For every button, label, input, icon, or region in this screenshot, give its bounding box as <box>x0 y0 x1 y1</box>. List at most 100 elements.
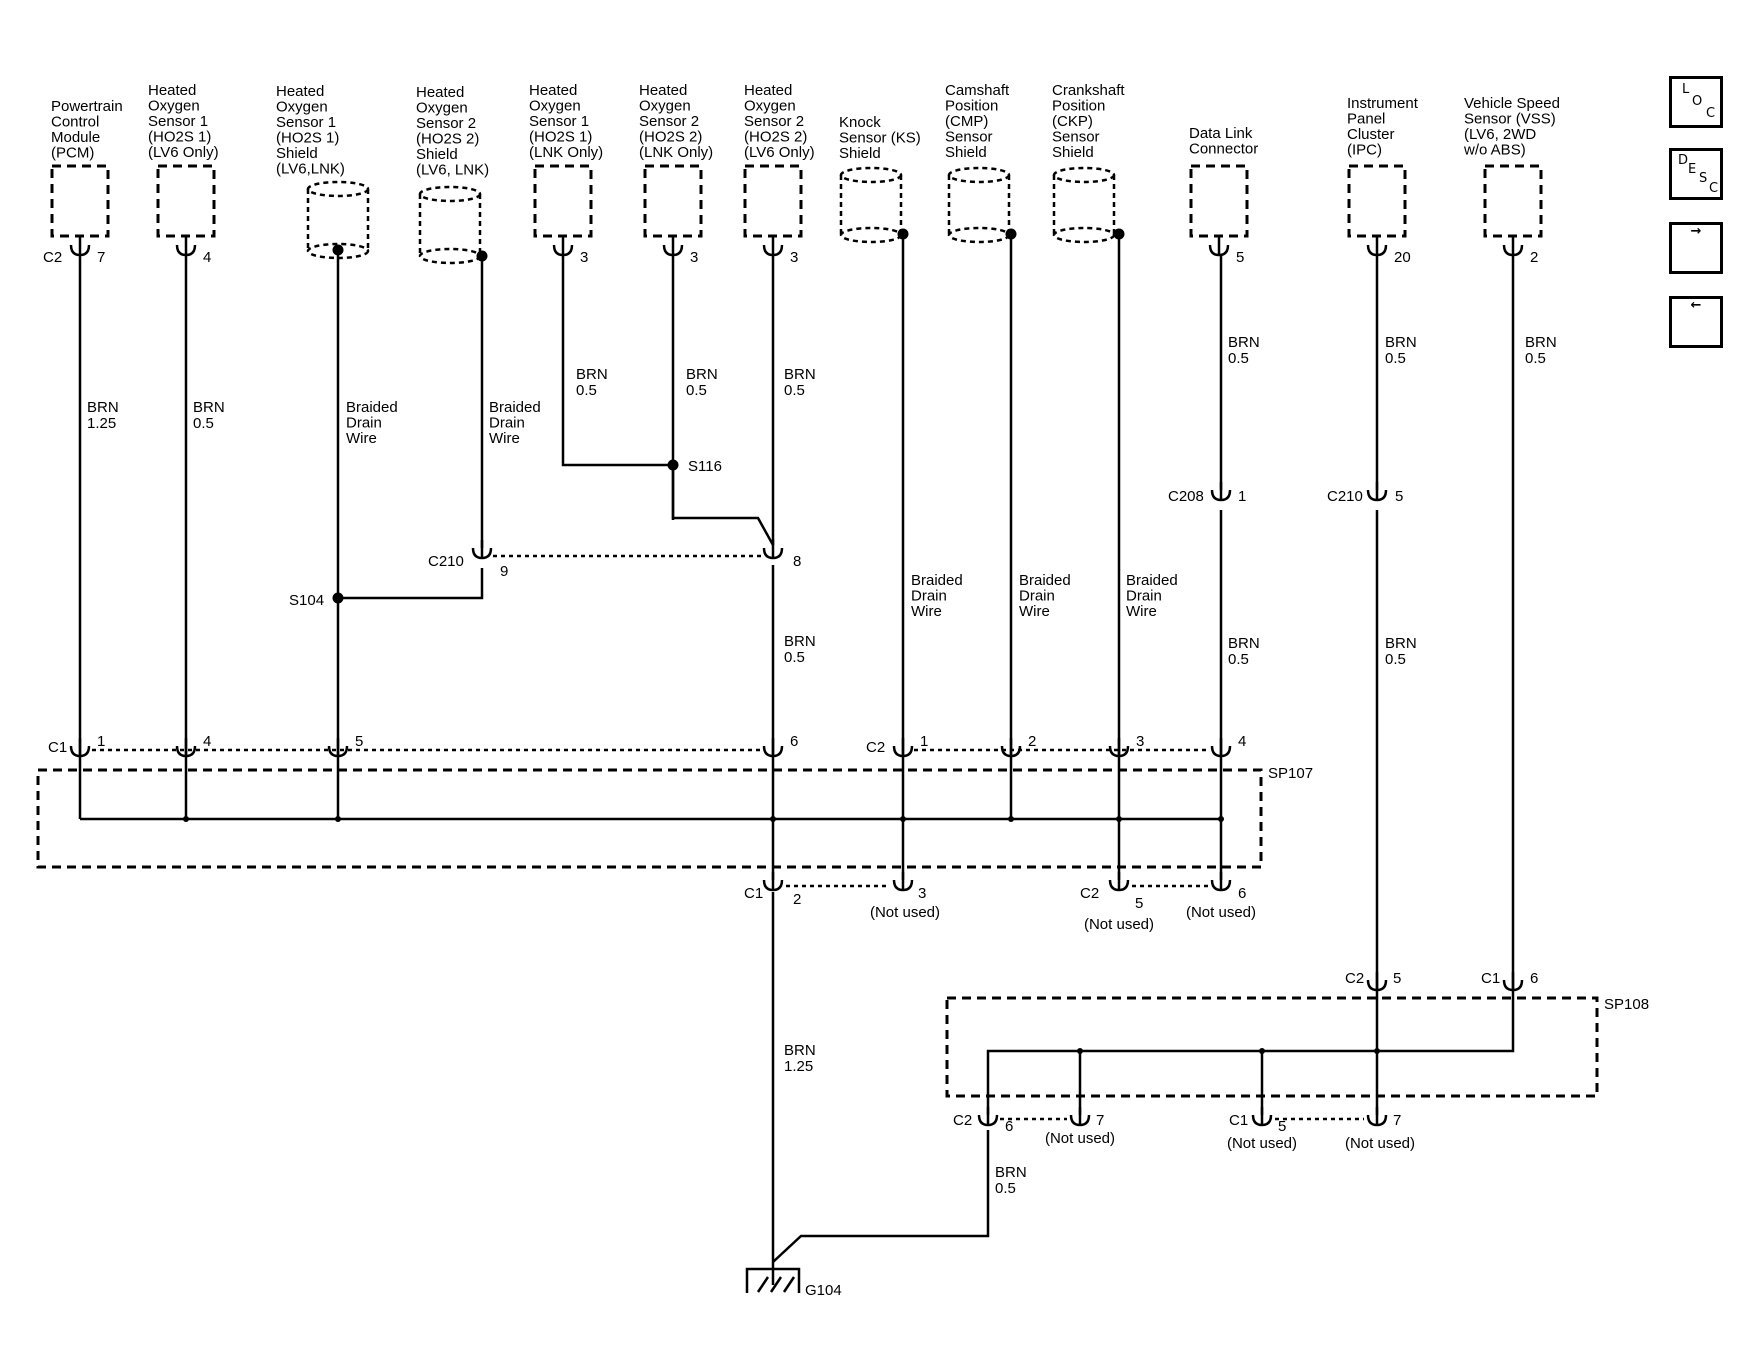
component-label-ho2s1-lv6: (HO2S 1) <box>148 129 211 146</box>
component-box-ipc <box>1347 164 1407 238</box>
component-label-pcm: Module <box>51 129 100 146</box>
sp108-bus-bar <box>986 985 1515 1115</box>
ground-symbol-hatch <box>782 1276 796 1293</box>
component-label-pcm: (PCM) <box>51 145 94 162</box>
component-label-ipc: (IPC) <box>1347 142 1382 159</box>
component-label-ckp-shield: Shield <box>1052 144 1094 161</box>
component-label-ho2s2-shield: Heated <box>416 84 464 101</box>
pin-number: 5 <box>1135 895 1143 912</box>
wire-label-drain-ckp: Drain <box>1126 588 1162 605</box>
component-label-ho2s2-shield: Sensor 2 <box>416 115 476 132</box>
component-label-dlc: Data Link <box>1189 125 1253 142</box>
pin-number: 6 <box>790 733 798 750</box>
component-box-ho2s1-lv6 <box>156 164 216 238</box>
pin-number: 3 <box>580 249 588 266</box>
wire-label-drain-ckp: Braided <box>1126 572 1178 589</box>
component-label-ho2s1-shield: Heated <box>276 83 324 100</box>
desc-letter-c: C <box>1709 181 1719 196</box>
pin-number: 4 <box>203 733 211 750</box>
desc-letter-e: E <box>1688 162 1697 177</box>
connector-id: C210 <box>1327 488 1363 505</box>
pin-number: 9 <box>500 563 508 580</box>
component-box-ho2s1-lnk <box>533 164 593 238</box>
wire-label-sp108-out: BRN <box>995 1164 1027 1181</box>
pin-number: 5 <box>1395 488 1403 505</box>
component-label-ho2s2-shield: Oxygen <box>416 100 468 117</box>
loc-letter-o: O <box>1692 94 1703 109</box>
component-label-cmp-shield: Camshaft <box>945 82 1010 99</box>
shield-cylinder-ho2s2 <box>418 247 482 265</box>
component-label-ckp-shield: Sensor <box>1052 129 1100 146</box>
component-label-ho2s2-lv6: Sensor 2 <box>744 113 804 130</box>
connector-id: C1 <box>1229 1112 1248 1129</box>
component-label-ks-shield: Shield <box>839 145 881 162</box>
pin-number: 5 <box>1236 249 1244 266</box>
component-label-cmp-shield: Shield <box>945 144 987 161</box>
component-label-ho2s1-shield: Oxygen <box>276 99 328 116</box>
component-label-ho2s1-lnk: Sensor 1 <box>529 113 589 130</box>
component-label-ckp-shield: Position <box>1052 98 1105 115</box>
pin-number: 7 <box>97 249 105 266</box>
wire-ho2s2-drain-to-s104 <box>338 568 484 600</box>
component-label-ho2s1-lnk: (HO2S 1) <box>529 129 592 146</box>
wire-label-pcm: 1.25 <box>87 415 116 432</box>
desc-letter-s: S <box>1699 171 1708 186</box>
component-label-vss: Sensor (VSS) <box>1464 111 1556 128</box>
location-button[interactable]: L O C <box>1669 76 1723 128</box>
splice-pack-sp108 <box>945 996 1599 1098</box>
next-page-button[interactable]: → <box>1669 222 1723 274</box>
connector-id: C2 <box>953 1112 972 1129</box>
wire-label-ipc: BRN <box>1385 334 1417 351</box>
pin-number: 3 <box>918 885 926 902</box>
shield-cylinder-cmp <box>947 226 1011 244</box>
wire-label-ground: BRN <box>784 1042 816 1059</box>
wire-label-drain-ho2s2: Wire <box>489 430 520 447</box>
splice-pack-label: SP107 <box>1268 765 1313 782</box>
component-label-ho2s2-lv6: (HO2S 2) <box>744 129 807 146</box>
component-label-ho2s2-lnk: (HO2S 2) <box>639 129 702 146</box>
connector-id: C1 <box>744 885 763 902</box>
pin-number: 4 <box>1238 733 1246 750</box>
wire-label-vss: 0.5 <box>1525 350 1546 367</box>
component-label-ipc: Cluster <box>1347 126 1395 143</box>
desc-letter-d: D <box>1678 153 1689 168</box>
description-button[interactable]: D E S C <box>1669 148 1723 200</box>
pin-number: 3 <box>1136 733 1144 750</box>
wire-label-drain-cmp: Wire <box>1019 603 1050 620</box>
component-label-ho2s1-lv6: Oxygen <box>148 98 200 115</box>
loc-letter-l: L <box>1682 82 1690 97</box>
not-used-label: (Not used) <box>1186 904 1256 921</box>
shield-drain-dot <box>1005 228 1017 240</box>
component-label-ckp-shield: (CKP) <box>1052 113 1093 130</box>
component-label-ho2s2-lv6: Heated <box>744 82 792 99</box>
pin-number: 1 <box>97 733 105 750</box>
connector-id: C1 <box>1481 970 1500 987</box>
component-label-ho2s1-lnk: Oxygen <box>529 98 581 115</box>
pin-number: 5 <box>1278 1118 1286 1135</box>
shield-cylinder-ho2s2 <box>418 185 482 203</box>
wire-label-vss: BRN <box>1525 334 1557 351</box>
wire-label-drain-ks: Drain <box>911 588 947 605</box>
splice-label: S116 <box>688 458 722 475</box>
component-label-vss: w/o ABS) <box>1463 142 1526 159</box>
component-box-vss <box>1483 164 1543 238</box>
pin-number: 5 <box>1393 970 1401 987</box>
wire-label-dlc: BRN <box>1228 334 1260 351</box>
wire-label-sp108-out: 0.5 <box>995 1180 1016 1197</box>
component-label-cmp-shield: Sensor <box>945 129 993 146</box>
shield-cylinder-ks <box>839 166 903 184</box>
component-box-pcm <box>50 164 110 238</box>
component-box-ho2s2-lnk <box>643 164 703 238</box>
not-used-label: (Not used) <box>1227 1135 1297 1152</box>
component-label-cmp-shield: (CMP) <box>945 113 988 130</box>
wire-s116-to-c210 <box>671 465 775 546</box>
component-label-ho2s1-lnk: Heated <box>529 82 577 99</box>
splice-label: S104 <box>289 592 324 609</box>
connector-id: C2 <box>866 739 885 756</box>
component-label-ho2s1-shield: (LV6,LNK) <box>276 161 345 178</box>
pin-number: 3 <box>790 249 798 266</box>
previous-page-button[interactable]: ← <box>1669 296 1723 348</box>
wire-label-ho2s2-lv6: BRN <box>784 366 816 383</box>
wire-label-drain-ks: Braided <box>911 572 963 589</box>
component-label-ho2s1-lnk: (LNK Only) <box>529 144 603 161</box>
